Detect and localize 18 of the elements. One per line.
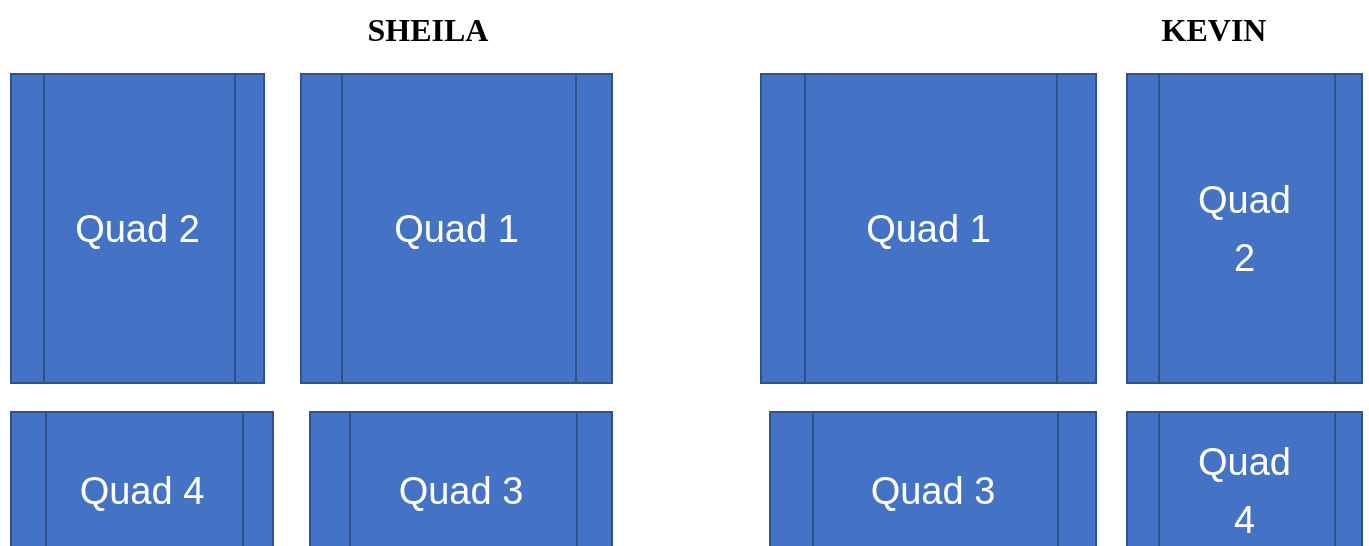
- process-box: [1126, 73, 1363, 384]
- box-label: Quad 2: [75, 206, 200, 252]
- process-box: [10, 411, 274, 546]
- box-label: Quad 4: [79, 469, 205, 514]
- box-label: Quad 1: [866, 206, 991, 252]
- process-box: [309, 411, 613, 546]
- box-label: Quad 1: [394, 206, 519, 252]
- box-label: Quad 4: [1197, 440, 1292, 543]
- column-heading: KEVIN: [1161, 12, 1267, 48]
- process-box: [760, 73, 1097, 384]
- box-label: Quad 3: [398, 469, 524, 514]
- column-heading: SHEILA: [367, 12, 489, 48]
- process-box: [300, 73, 613, 384]
- box-label: Quad 2: [1197, 177, 1292, 281]
- box-label: Quad 3: [870, 469, 996, 514]
- process-box: [769, 411, 1097, 546]
- process-box: [10, 73, 265, 384]
- process-box: [1126, 411, 1363, 546]
